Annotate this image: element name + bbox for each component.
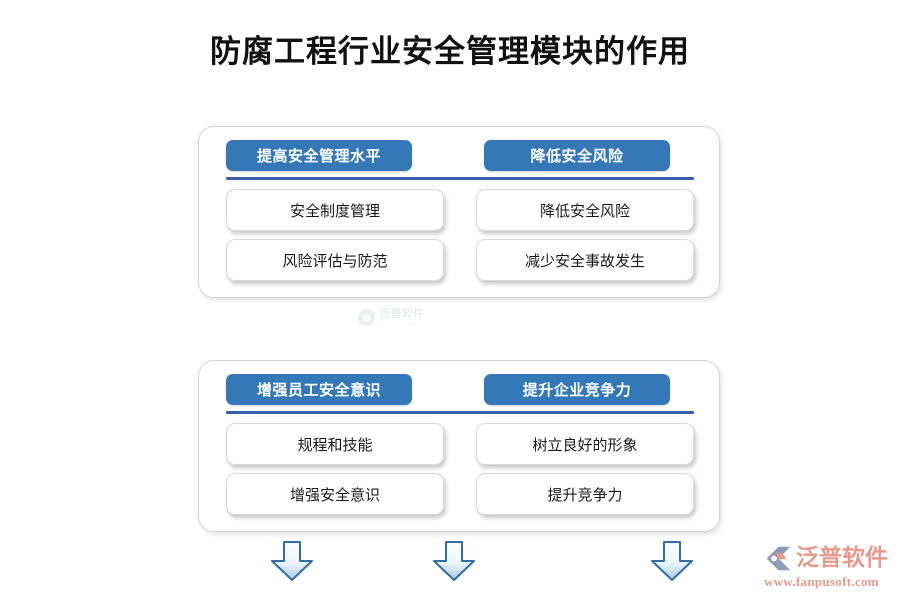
panel-content: 增强员工安全意识 提升企业竞争力 规程和技能 树立良好的形象 增强安全意识 提升… — [226, 374, 694, 520]
item-box[interactable]: 减少安全事故发生 — [476, 239, 694, 281]
item-box[interactable]: 安全制度管理 — [226, 189, 444, 231]
panel-item-grid: 安全制度管理 降低安全风险 风险评估与防范 减少安全事故发生 — [226, 189, 694, 281]
panel-safety-management: 提高安全管理水平 降低安全风险 安全制度管理 降低安全风险 风险评估与防范 减少… — [198, 126, 720, 298]
watermark-logo: 泛普软件 FANPU SOFTWARE — [358, 304, 438, 330]
brand-name: 泛普软件 — [796, 544, 888, 571]
brand-logo: 泛普软件 www.fanpusoft.com — [764, 543, 892, 591]
brand-swoosh-icon — [766, 546, 791, 570]
brand-row: 泛普软件 — [764, 543, 892, 573]
watermark-mark-icon — [358, 308, 375, 326]
down-arrow-icon — [433, 541, 475, 581]
panel-item-grid: 规程和技能 树立良好的形象 增强安全意识 提升竞争力 — [226, 423, 694, 515]
down-arrow-icon — [651, 541, 693, 581]
item-box[interactable]: 提升竞争力 — [476, 473, 694, 515]
panel-header-row: 增强员工安全意识 提升企业竞争力 — [226, 374, 694, 406]
item-box[interactable]: 降低安全风险 — [476, 189, 694, 231]
panel-divider — [226, 177, 694, 180]
item-box[interactable]: 增强安全意识 — [226, 473, 444, 515]
header-pill-enhance-employee-awareness[interactable]: 增强员工安全意识 — [226, 374, 412, 405]
brand-url: www.fanpusoft.com — [764, 574, 879, 589]
page-title: 防腐工程行业安全管理模块的作用 — [210, 34, 690, 69]
header-pill-reduce-safety-risk[interactable]: 降低安全风险 — [484, 140, 670, 171]
panel-employee-awareness: 增强员工安全意识 提升企业竞争力 规程和技能 树立良好的形象 增强安全意识 提升… — [198, 360, 720, 532]
down-arrow-icon — [271, 541, 313, 581]
panel-header-row: 提高安全管理水平 降低安全风险 — [226, 140, 694, 172]
item-box[interactable]: 规程和技能 — [226, 423, 444, 465]
item-box[interactable]: 风险评估与防范 — [226, 239, 444, 281]
watermark-text: 泛普软件 FANPU SOFTWARE — [379, 307, 425, 326]
panel-divider — [226, 411, 694, 414]
header-pill-improve-competitiveness[interactable]: 提升企业竞争力 — [484, 374, 670, 405]
watermark-name: 泛普软件 — [379, 307, 425, 320]
panel-content: 提高安全管理水平 降低安全风险 安全制度管理 降低安全风险 风险评估与防范 减少… — [226, 140, 694, 286]
item-box[interactable]: 树立良好的形象 — [476, 423, 694, 465]
watermark-subtitle: FANPU SOFTWARE — [379, 320, 425, 326]
header-pill-improve-safety-management[interactable]: 提高安全管理水平 — [226, 140, 412, 171]
